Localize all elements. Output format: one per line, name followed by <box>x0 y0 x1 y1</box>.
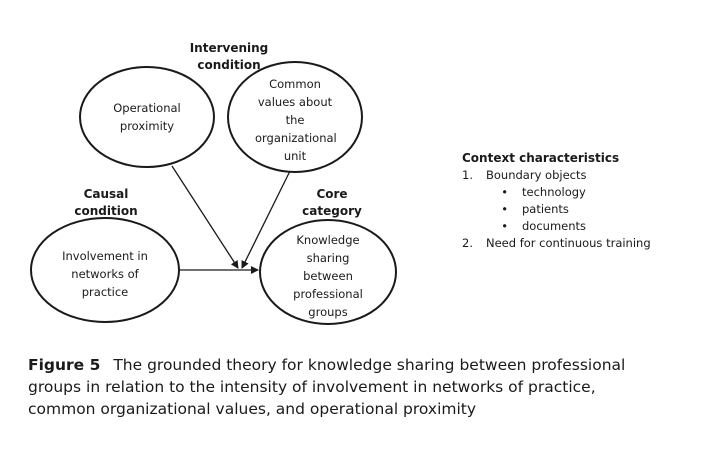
core-category-header: Core category <box>302 187 362 218</box>
knowledge-sharing-label: Knowledge sharing between professional g… <box>293 233 363 319</box>
context-characteristics: Context characteristics 1.Boundary objec… <box>462 150 651 252</box>
figure-caption: Figure 5 The grounded theory for knowled… <box>28 354 668 420</box>
arrow-proximity-to-core <box>171 165 239 269</box>
involvement-label: Involvement in networks of practice <box>62 249 148 299</box>
node-operational-proximity <box>79 66 215 168</box>
causal-condition-header: Causal condition <box>74 187 138 218</box>
node-common-values <box>227 61 363 173</box>
common-values-label: Common values about the organizational u… <box>255 77 337 163</box>
context-title: Context characteristics <box>462 151 620 165</box>
figure-label: Figure 5 <box>28 356 101 374</box>
node-knowledge-sharing <box>259 219 397 325</box>
intervening-condition-header: Intervening condition <box>189 41 269 72</box>
context-bullet-patients: •patients <box>501 202 569 216</box>
context-bullet-documents: •documents <box>501 219 587 233</box>
context-bullet-technology: •technology <box>501 185 586 199</box>
arrow-values-to-core <box>241 170 291 269</box>
context-item-2: 2.Need for continuous training <box>462 236 651 250</box>
operational-proximity-label: Operational proximity <box>113 101 181 133</box>
caption-text: The grounded theory for knowledge sharin… <box>28 356 626 418</box>
context-item-1: 1.Boundary objects <box>462 168 587 182</box>
